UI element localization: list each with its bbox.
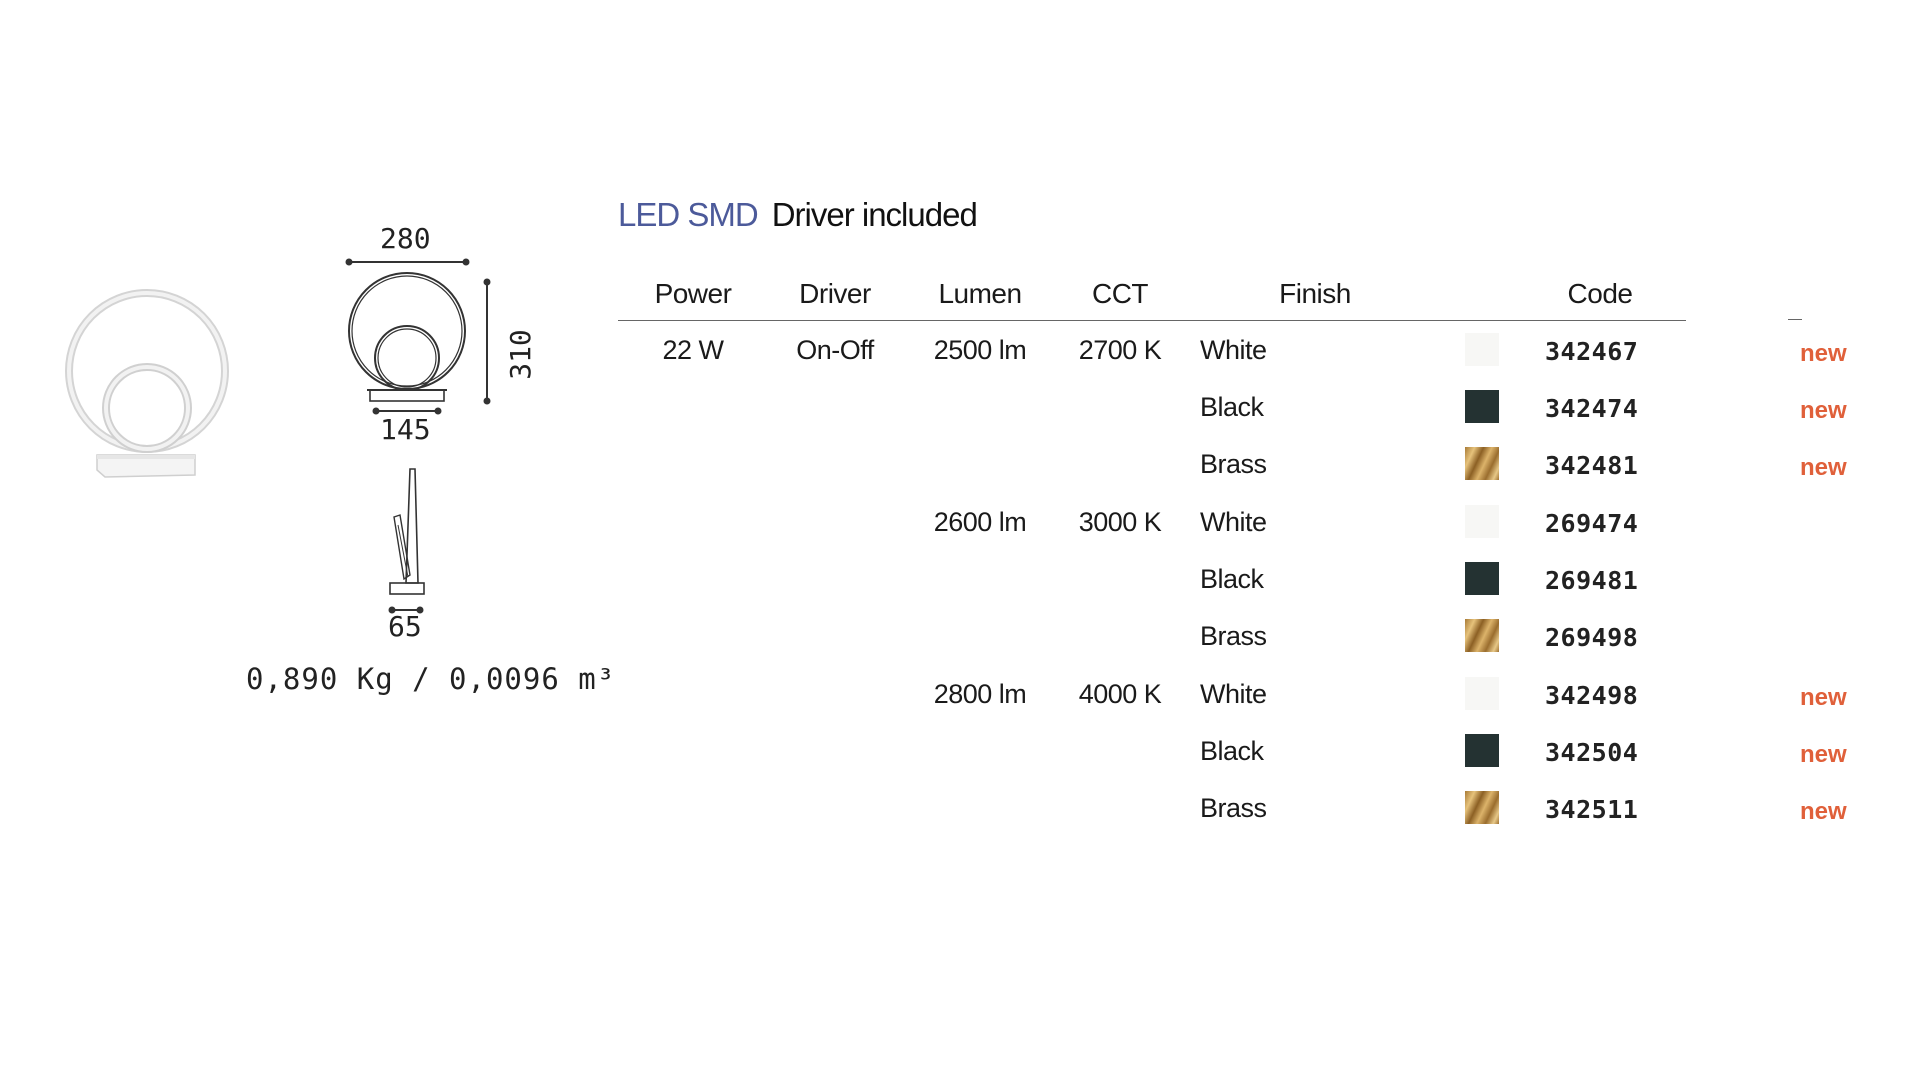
finish-label: Black	[1200, 736, 1264, 766]
header-tick	[1788, 319, 1802, 320]
new-badge: new	[1800, 741, 1847, 768]
front-view-drawing	[345, 258, 491, 415]
lumen-value: 2600 lm	[933, 507, 1027, 537]
dimension-height: 310	[503, 329, 537, 380]
header-cct: CCT	[1091, 278, 1149, 309]
header-driver: Driver	[799, 278, 871, 309]
lumen-value: 2500 lm	[933, 335, 1027, 365]
header-lumen: Lumen	[938, 278, 1022, 309]
new-badge: new	[1800, 340, 1847, 367]
header-code: Code	[1567, 278, 1633, 309]
driver-note: Driver included	[771, 196, 978, 233]
finish-label: White	[1200, 679, 1267, 709]
technology-label: LED SMD	[618, 196, 759, 233]
product-code: 342474	[1545, 394, 1639, 423]
product-code: 269498	[1545, 623, 1639, 652]
dimension-base-width: 145	[380, 413, 431, 446]
finish-swatch	[1465, 791, 1499, 824]
finish-swatch	[1465, 619, 1499, 652]
finish-label: White	[1200, 335, 1267, 365]
finish-label: Brass	[1200, 621, 1267, 651]
weight-volume: 0,890 Kg / 0,0096 m³	[246, 662, 616, 696]
finish-swatch	[1465, 734, 1499, 767]
new-badge: new	[1800, 397, 1847, 424]
finish-swatch	[1465, 677, 1499, 710]
product-code: 342504	[1545, 738, 1639, 767]
new-badge: new	[1800, 454, 1847, 481]
finish-swatch	[1465, 333, 1499, 366]
header-divider	[618, 320, 1686, 321]
product-code: 342498	[1545, 681, 1639, 710]
finish-swatch	[1465, 447, 1499, 480]
cct-value: 2700 K	[1078, 335, 1162, 365]
power-value: 22 W	[662, 335, 724, 365]
driver-value: On-Off	[796, 335, 874, 365]
new-badge: new	[1800, 798, 1847, 825]
dimension-depth: 65	[388, 610, 422, 643]
finish-swatch	[1465, 562, 1499, 595]
product-code: 342481	[1545, 451, 1639, 480]
finish-label: Black	[1200, 392, 1264, 422]
cct-value: 3000 K	[1078, 507, 1162, 537]
finish-swatch	[1465, 390, 1499, 423]
dimension-width: 280	[380, 222, 431, 255]
cct-value: 4000 K	[1078, 679, 1162, 709]
header-finish: Finish	[1279, 278, 1351, 309]
finish-label: Brass	[1200, 793, 1267, 823]
product-photo	[65, 289, 229, 478]
new-badge: new	[1800, 684, 1847, 711]
finish-label: White	[1200, 507, 1267, 537]
product-code: 342511	[1545, 795, 1639, 824]
product-code: 269474	[1545, 509, 1639, 538]
header-power: Power	[654, 278, 732, 309]
finish-label: Black	[1200, 564, 1264, 594]
product-code: 342467	[1545, 337, 1639, 366]
lumen-value: 2800 lm	[933, 679, 1027, 709]
finish-swatch	[1465, 505, 1499, 538]
product-code: 269481	[1545, 566, 1639, 595]
section-heading: LED SMD Driver included	[618, 196, 978, 234]
side-view-drawing	[388, 468, 425, 614]
finish-label: Brass	[1200, 449, 1267, 479]
